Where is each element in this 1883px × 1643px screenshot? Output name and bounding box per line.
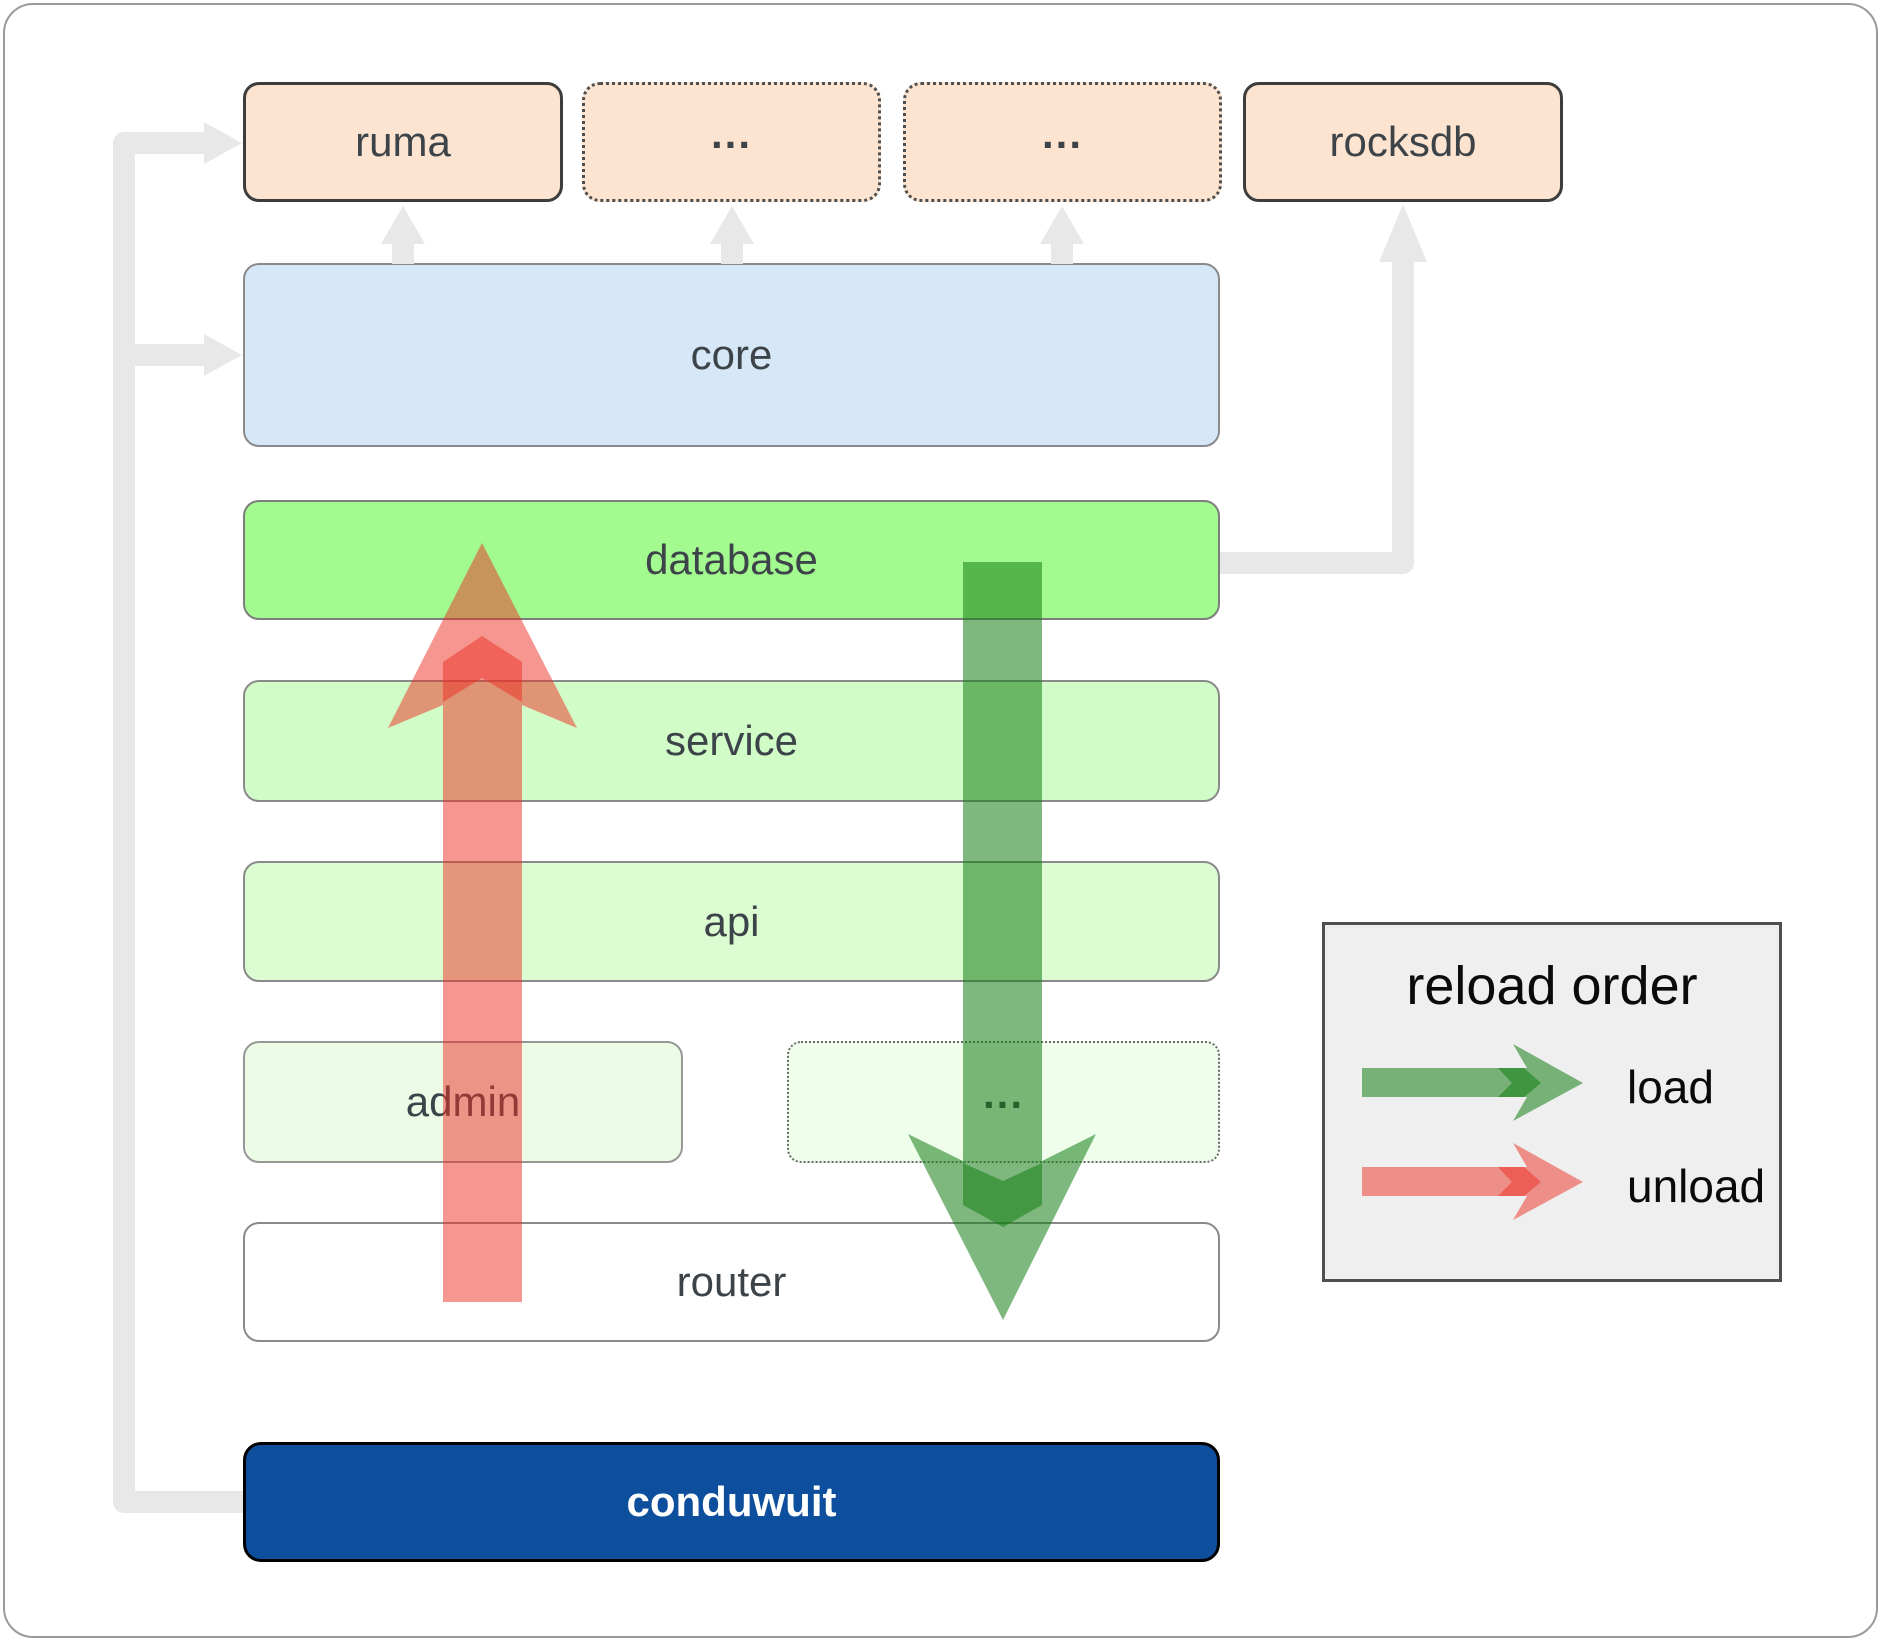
box-api-label: api (703, 897, 760, 945)
box-service-more: ... (787, 1041, 1220, 1163)
box-service: service (243, 680, 1220, 802)
box-admin: admin (243, 1041, 683, 1163)
legend-load-label: load (1627, 1061, 1714, 1113)
box-dependency-more-1-label: ... (710, 110, 752, 157)
box-dependency-more-1: ... (582, 82, 881, 202)
box-database-label: database (645, 536, 818, 583)
diagram-outer-frame (3, 3, 1878, 1638)
box-rocksdb: rocksdb (1243, 82, 1563, 202)
box-dependency-more-2: ... (903, 82, 1222, 202)
box-service-more-label: ... (982, 1070, 1024, 1117)
box-core-label: core (690, 331, 773, 378)
box-admin-label: admin (405, 1078, 521, 1125)
box-dependency-more-2-label: ... (1041, 110, 1083, 157)
box-service-label: service (664, 717, 799, 764)
legend-title: reload order (1406, 956, 1698, 1016)
box-router-label: router (676, 1258, 787, 1305)
legend-unload-label: unload (1627, 1160, 1766, 1212)
box-core: core (243, 263, 1220, 447)
box-router: router (243, 1222, 1220, 1342)
box-rocksdb-label: rocksdb (1329, 118, 1477, 165)
box-ruma: ruma (243, 82, 563, 202)
box-conduwuit: conduwuit (243, 1442, 1220, 1562)
box-database: database (243, 500, 1220, 620)
box-api: api (243, 861, 1220, 982)
box-conduwuit-label: conduwuit (626, 1478, 837, 1525)
box-ruma-label: ruma (355, 118, 451, 165)
